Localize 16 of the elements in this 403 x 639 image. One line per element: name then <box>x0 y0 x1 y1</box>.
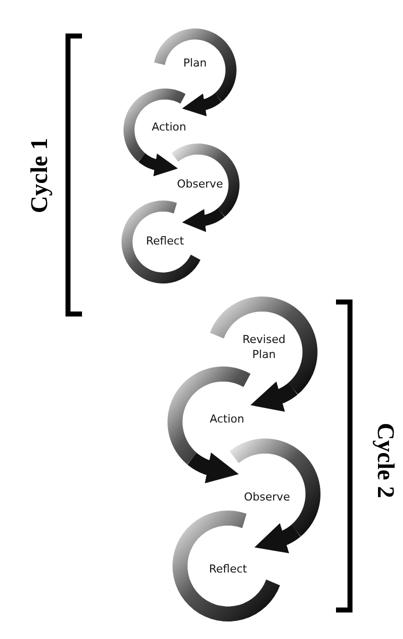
arrow <box>182 208 226 232</box>
step-label: Observe <box>244 490 290 506</box>
arrow <box>182 92 224 116</box>
arrow <box>185 452 239 484</box>
arrow <box>254 523 303 554</box>
step-label: Observe <box>177 178 223 192</box>
step-label: Reflect <box>146 234 184 250</box>
step-label: Revised Plan <box>242 333 286 363</box>
step-label: Action <box>152 120 186 136</box>
arrow <box>136 152 178 176</box>
step-label: Action <box>210 412 244 428</box>
cycle-label: Cycle 2 <box>370 422 398 498</box>
step-label: Plan <box>183 56 207 72</box>
arrow <box>250 381 300 412</box>
step-label: Reflect <box>209 562 247 578</box>
cycle-label: Cycle 1 <box>26 137 54 213</box>
